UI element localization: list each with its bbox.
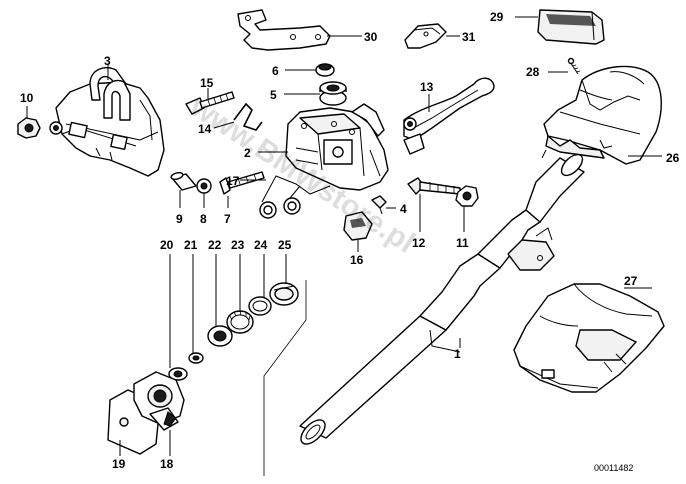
callout-7: 7 — [224, 212, 231, 226]
part-9-pin — [170, 172, 197, 208]
part-6-grommet — [285, 63, 335, 77]
callout-5: 5 — [270, 88, 277, 102]
callout-13: 13 — [420, 80, 434, 94]
part-21-washer — [188, 352, 204, 364]
callout-labels: 1 2 3 4 5 6 7 8 9 10 11 12 13 14 15 16 1… — [20, 10, 680, 471]
callout-9: 9 — [176, 212, 183, 226]
part-1-column-tube — [299, 153, 585, 445]
callout-24: 24 — [254, 238, 268, 252]
part-14-spring-clip — [213, 102, 263, 131]
part-28-screw — [548, 57, 581, 75]
part-23-bearing — [226, 310, 254, 334]
callout-27: 27 — [624, 274, 638, 288]
callout-22: 22 — [208, 238, 222, 252]
part-18-housing — [133, 371, 185, 456]
callout-11: 11 — [456, 236, 469, 250]
part-4-screw — [371, 195, 396, 215]
callout-8: 8 — [200, 212, 207, 226]
callout-20: 20 — [160, 238, 174, 252]
callout-6: 6 — [272, 64, 279, 78]
diagram-part-number: 00011482 — [594, 463, 633, 473]
callout-3: 3 — [104, 54, 111, 68]
part-25-ring — [269, 282, 299, 306]
callout-25: 25 — [278, 238, 292, 252]
part-12-bolt — [407, 177, 461, 232]
callout-18: 18 — [160, 457, 174, 471]
callout-1: 1 — [454, 347, 461, 361]
callout-15: 15 — [200, 76, 214, 90]
part-22-bearing — [207, 325, 233, 347]
callout-30: 30 — [364, 30, 378, 44]
part-10-nut — [17, 106, 41, 139]
part-31-clip — [404, 23, 460, 49]
part-5-bushing — [284, 81, 347, 106]
part-30-bracket — [237, 9, 362, 51]
part-2-center-bracket — [258, 103, 389, 191]
callout-12: 12 — [412, 236, 426, 250]
part-29-pad — [515, 9, 605, 45]
callout-23: 23 — [231, 238, 245, 252]
part-27-lower-cover — [513, 283, 665, 393]
callout-28: 28 — [526, 65, 540, 79]
callout-16: 16 — [350, 253, 364, 267]
part-26-upper-cover — [541, 65, 662, 165]
part-11-nut — [455, 185, 479, 232]
part-24-ring — [248, 296, 272, 316]
callout-2: 2 — [244, 146, 251, 160]
part-17-torsion-spring — [240, 175, 331, 219]
callout-21: 21 — [184, 238, 198, 252]
callout-4: 4 — [400, 202, 407, 216]
callout-31: 31 — [462, 30, 476, 44]
part-3-lock-housing — [49, 64, 165, 177]
part-16-clip — [343, 211, 373, 252]
callout-19: 19 — [112, 457, 126, 471]
part-15-bolt — [185, 88, 235, 115]
callout-10: 10 — [20, 91, 34, 105]
callout-29: 29 — [490, 10, 504, 24]
callout-14: 14 — [198, 122, 212, 136]
bearing-leader-lines — [169, 254, 307, 476]
part-13-lever — [403, 77, 495, 155]
callout-26: 26 — [666, 151, 680, 165]
part-8-washer — [196, 178, 212, 208]
callout-17: 17 — [226, 174, 240, 188]
part-20-washer — [168, 367, 188, 381]
